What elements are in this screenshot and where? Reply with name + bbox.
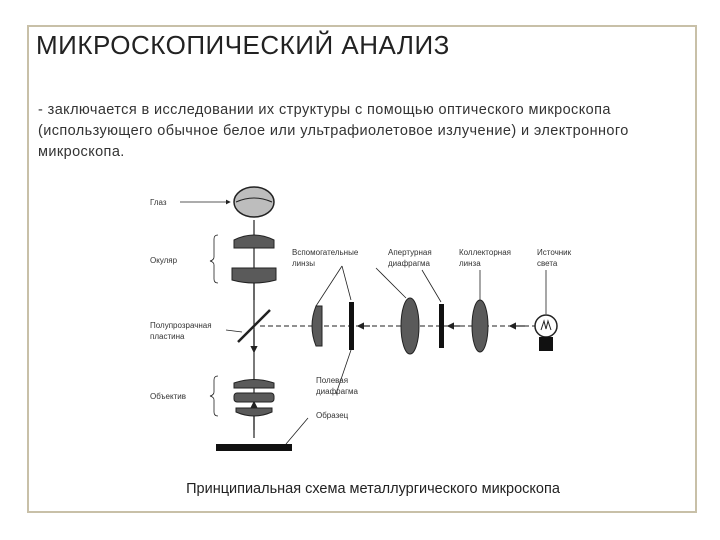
label-collector-2: линза (459, 259, 481, 268)
objective-lens-3 (235, 407, 273, 417)
label-aux-lenses-2: линзы (292, 259, 315, 268)
label-field-diaphragm-1: Полевая (316, 376, 348, 385)
label-aux-lenses-1: Вспомогательные (292, 248, 359, 257)
diagram-caption: Принципиальная схема металлургического м… (186, 481, 560, 497)
light-bulb-base (539, 337, 553, 351)
label-aperture-2: диафрагма (388, 259, 430, 268)
aperture-diaphragm (439, 304, 444, 348)
label-half-plate-1: Полупрозрачная (150, 321, 212, 330)
label-collector-1: Коллекторная (459, 248, 511, 257)
light-bulb (534, 314, 558, 338)
label-eyepiece: Окуляр (150, 256, 178, 265)
label-field-diaphragm-2: диафрагма (316, 387, 358, 396)
label-eye: Глаз (150, 198, 167, 207)
label-source-1: Источник (537, 248, 572, 257)
objective-lens-1 (233, 379, 275, 389)
slide-frame (27, 25, 697, 513)
label-half-plate-2: пластина (150, 332, 185, 341)
half-transparent-plate (237, 309, 271, 343)
label-aperture-1: Апертурная (388, 248, 432, 257)
eye-shape (233, 186, 275, 218)
label-source-2: света (537, 259, 558, 268)
eyepiece-lower-lens (231, 267, 277, 284)
label-specimen: Образец (316, 411, 349, 420)
label-objective: Объектив (150, 392, 186, 401)
page-title: МИКРОСКОПИЧЕСКИЙ АНАЛИЗ (36, 30, 450, 60)
objective-lens-2 (233, 392, 275, 403)
middle-lens (400, 297, 420, 355)
field-diaphragm (349, 302, 354, 350)
microscope-diagram: Глаз Окуляр Полупрозрачная пластина Объе… (150, 186, 572, 451)
collector-lens (471, 299, 489, 353)
auxiliary-lens (311, 305, 323, 347)
intro-text: - заключается в исследовании их структур… (38, 102, 629, 160)
specimen-stage (216, 444, 292, 451)
eyepiece-upper-lens (233, 234, 275, 249)
